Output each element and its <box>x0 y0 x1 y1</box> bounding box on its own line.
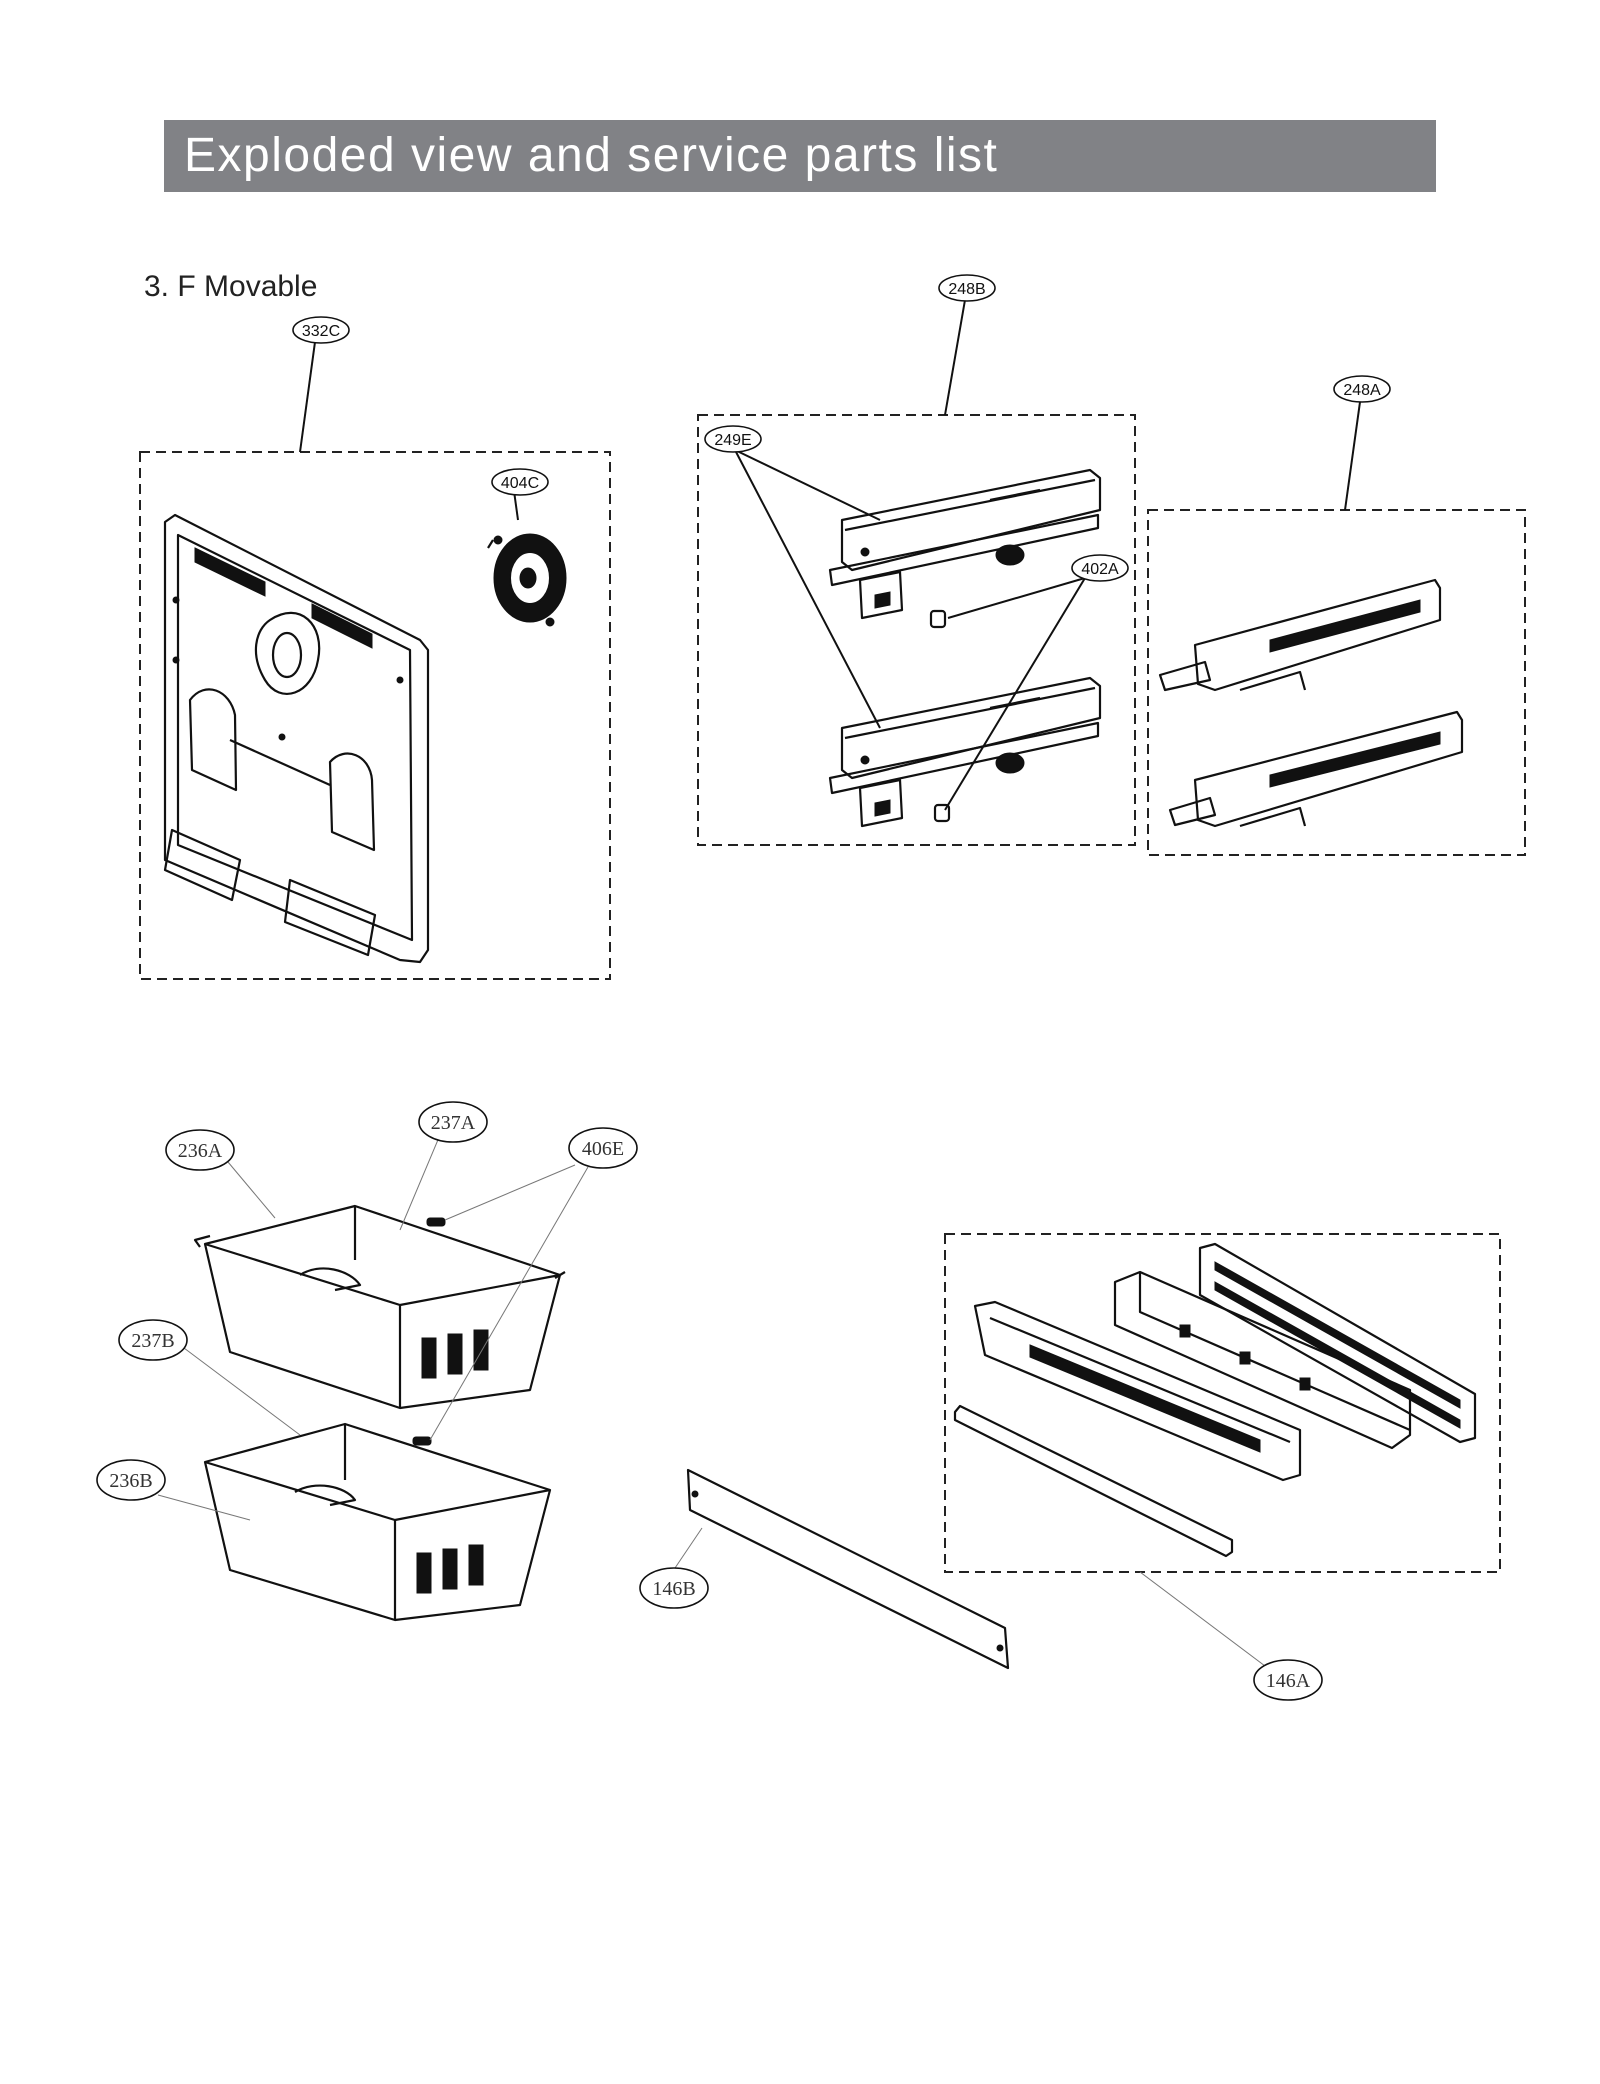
group-frame-332c <box>139 451 611 980</box>
duct-assembly-146a-part <box>953 1242 1477 1558</box>
callout-332c: 332C <box>292 316 350 344</box>
part-label: 402A <box>1081 561 1119 578</box>
stopper-parts <box>412 1217 446 1446</box>
rail-assembly-upper <box>828 468 1102 620</box>
callout-404c: 404C <box>491 468 549 496</box>
group-frame-248a <box>1147 509 1526 856</box>
callout-237b: 237B <box>118 1319 188 1361</box>
basket-upper-part <box>193 1204 566 1410</box>
rail-248a-upper <box>1158 578 1442 692</box>
part-label: 146B <box>652 1578 695 1600</box>
callout-406e: 406E <box>568 1127 638 1169</box>
cover-strip-146b-part <box>686 1468 1010 1670</box>
callout-146a: 146A <box>1253 1659 1323 1701</box>
group-frame-248b <box>697 414 1136 846</box>
clip-parts <box>929 609 951 823</box>
rail-assembly-lower <box>828 676 1102 828</box>
header-banner: Exploded view and service parts list <box>164 120 1436 192</box>
part-label: 236A <box>178 1140 223 1162</box>
part-label: 237B <box>131 1330 174 1352</box>
back-panel-part <box>163 513 430 964</box>
callout-249e: 249E <box>704 425 762 453</box>
part-label: 249E <box>714 432 751 449</box>
basket-lower-part <box>203 1422 552 1622</box>
part-label: 248A <box>1343 382 1381 399</box>
page-title: Exploded view and service parts list <box>184 129 999 182</box>
callout-248b: 248B <box>938 274 996 302</box>
part-label: 406E <box>582 1138 624 1160</box>
group-frame-146a <box>944 1233 1501 1573</box>
part-label: 332C <box>302 323 340 340</box>
part-label: 236B <box>109 1470 152 1492</box>
rail-248a-lower <box>1168 710 1464 828</box>
part-label: 248B <box>948 281 985 298</box>
part-label: 146A <box>1266 1670 1311 1692</box>
callout-236b: 236B <box>96 1459 166 1501</box>
part-label: 404C <box>501 475 539 492</box>
callout-146b: 146B <box>639 1567 709 1609</box>
fan-motor-part <box>487 533 567 627</box>
callout-402a: 402A <box>1071 554 1129 582</box>
callout-248a: 248A <box>1333 375 1391 403</box>
section-title: 3. F Movable <box>144 270 318 303</box>
callout-237a: 237A <box>418 1101 488 1143</box>
part-label: 237A <box>431 1112 476 1134</box>
callout-236a: 236A <box>165 1129 235 1171</box>
